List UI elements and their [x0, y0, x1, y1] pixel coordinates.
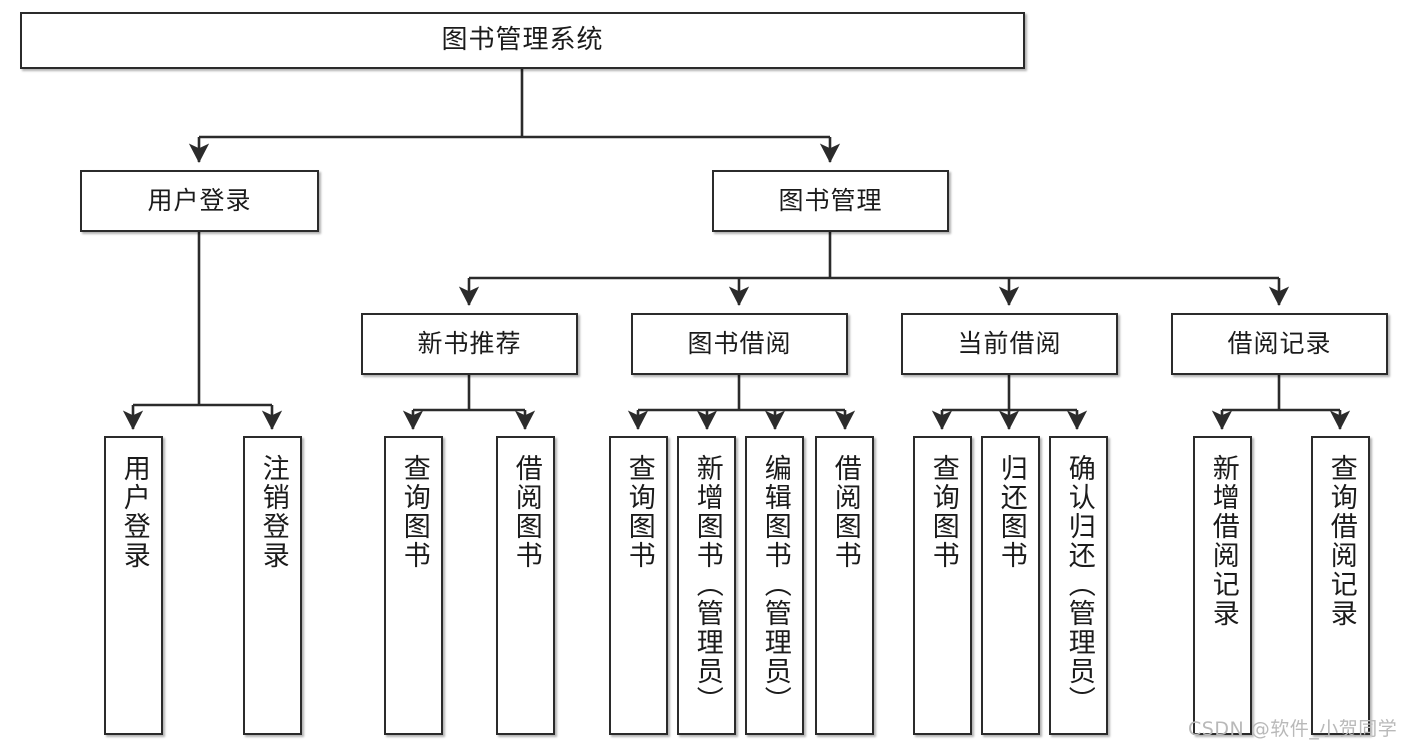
node-label: 归还图书 — [995, 454, 1027, 570]
node-book-management[interactable]: 图书管理 — [712, 170, 949, 232]
node-label: 新书推荐 — [417, 329, 522, 359]
node-borrowing-records[interactable]: 借阅记录 — [1171, 313, 1388, 375]
node-book-borrowing[interactable]: 图书借阅 — [631, 313, 848, 375]
node-leaf-return-books[interactable]: 归还图书 — [981, 436, 1040, 735]
node-leaf-add-borrow-record[interactable]: 新增借阅记录 — [1193, 436, 1252, 735]
node-label: 借阅图书 — [510, 454, 542, 570]
node-label: 用户登录 — [147, 186, 252, 216]
node-label: 确认归还（管理员） — [1063, 454, 1095, 715]
node-user-login[interactable]: 用户登录 — [80, 170, 319, 232]
node-label: 当前借阅 — [957, 329, 1062, 359]
node-label: 编辑图书（管理员） — [759, 454, 791, 715]
node-leaf-borrow-books-recommend[interactable]: 借阅图书 — [496, 436, 555, 735]
node-leaf-query-books-recommend[interactable]: 查询图书 — [384, 436, 443, 735]
node-label: 注销登录 — [257, 454, 289, 570]
node-label: 图书管理 — [778, 186, 883, 216]
node-leaf-add-book-admin[interactable]: 新增图书（管理员） — [677, 436, 736, 735]
node-root-book-management-system[interactable]: 图书管理系统 — [20, 12, 1025, 69]
node-label: 新增借阅记录 — [1207, 454, 1239, 628]
node-label: 新增图书（管理员） — [691, 454, 723, 715]
node-label: 借阅记录 — [1227, 329, 1332, 359]
node-new-book-recommendation[interactable]: 新书推荐 — [361, 313, 578, 375]
node-label: 查询图书 — [927, 454, 959, 570]
node-leaf-edit-book-admin[interactable]: 编辑图书（管理员） — [745, 436, 804, 735]
node-leaf-confirm-return-admin[interactable]: 确认归还（管理员） — [1049, 436, 1108, 735]
node-leaf-logout[interactable]: 注销登录 — [243, 436, 302, 735]
node-label: 用户登录 — [118, 454, 150, 570]
node-leaf-query-books-current[interactable]: 查询图书 — [913, 436, 972, 735]
node-label: 图书借阅 — [687, 329, 792, 359]
csdn-watermark: CSDN @软件_小贺同学 — [1188, 718, 1398, 740]
node-leaf-query-borrow-record[interactable]: 查询借阅记录 — [1311, 436, 1370, 735]
node-current-borrowing[interactable]: 当前借阅 — [901, 313, 1118, 375]
node-label: 查询图书 — [398, 454, 430, 570]
node-label: 借阅图书 — [829, 454, 861, 570]
node-label: 查询借阅记录 — [1325, 454, 1357, 628]
node-label: 图书管理系统 — [441, 25, 604, 56]
node-label: 查询图书 — [623, 454, 655, 570]
node-leaf-borrow-books[interactable]: 借阅图书 — [815, 436, 874, 735]
node-leaf-user-login[interactable]: 用户登录 — [104, 436, 163, 735]
node-leaf-query-books-borrow[interactable]: 查询图书 — [609, 436, 668, 735]
